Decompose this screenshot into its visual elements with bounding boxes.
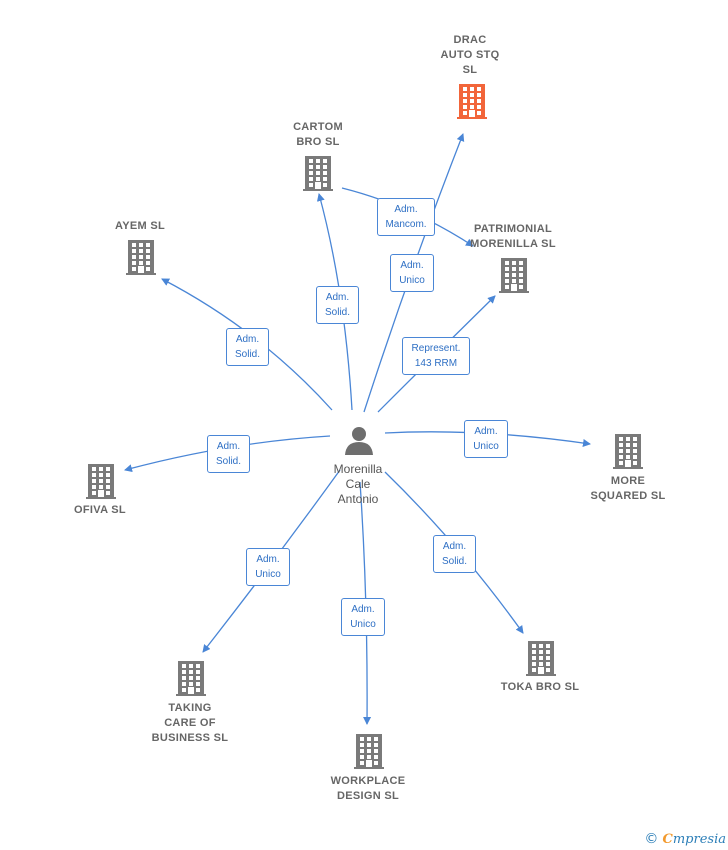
company-label-oftiva[interactable]: OFIVA SL bbox=[74, 504, 126, 516]
company-label-taking[interactable]: TAKING CARE OF BUSINESS SL bbox=[151, 702, 229, 744]
company-label-patrimonial[interactable]: PATRIMONIAL MORENILLA SL bbox=[470, 223, 556, 250]
edge-label-cartom-patrimonial: Adm. Mancom. bbox=[377, 198, 435, 236]
person-icon[interactable] bbox=[345, 427, 373, 455]
building-icon-taking[interactable] bbox=[176, 661, 206, 696]
building-icon-oftiva[interactable] bbox=[86, 464, 116, 499]
building-icon-patrimonial[interactable] bbox=[499, 258, 529, 293]
edge-label-toka: Adm. Solid. bbox=[433, 535, 476, 573]
company-label-toka[interactable]: TOKA BRO SL bbox=[500, 681, 580, 693]
edge-label-drac: Adm. Unico bbox=[390, 254, 434, 292]
copyright-symbol: © bbox=[644, 831, 659, 847]
edge-label-cartom: Adm. Solid. bbox=[316, 286, 359, 324]
edge-label-oftiva: Adm. Solid. bbox=[207, 435, 250, 473]
company-label-cartom[interactable]: CARTOM BRO SL bbox=[293, 121, 343, 148]
edge-label-patrimonial: Represent. 143 RRM bbox=[402, 337, 470, 375]
building-icon-drac[interactable] bbox=[457, 84, 487, 119]
edge-label-more: Adm. Unico bbox=[464, 420, 508, 458]
icons-layer bbox=[86, 84, 643, 769]
edge-label-ayem: Adm. Solid. bbox=[226, 328, 269, 366]
person-label[interactable]: Morenilla Cale Antonio bbox=[333, 462, 383, 506]
brand-initial: C bbox=[662, 832, 673, 847]
company-label-ayem[interactable]: AYEM SL bbox=[115, 220, 165, 232]
company-label-more[interactable]: MORE SQUARED SL bbox=[590, 475, 666, 502]
edge-label-workplace: Adm. Unico bbox=[341, 598, 385, 636]
building-icon-workplace[interactable] bbox=[354, 734, 384, 769]
building-icon-more[interactable] bbox=[613, 434, 643, 469]
empresia-watermark: © Cmpresia bbox=[644, 831, 726, 847]
building-icon-cartom[interactable] bbox=[303, 156, 333, 191]
brand-name: mpresia bbox=[672, 832, 726, 847]
building-icon-toka[interactable] bbox=[526, 641, 556, 676]
company-label-drac[interactable]: DRAC AUTO STQ SL bbox=[440, 34, 500, 76]
edge-label-taking: Adm. Unico bbox=[246, 548, 290, 586]
building-icon-ayem[interactable] bbox=[126, 240, 156, 275]
company-label-workplace[interactable]: WORKPLACE DESIGN SL bbox=[330, 775, 406, 802]
